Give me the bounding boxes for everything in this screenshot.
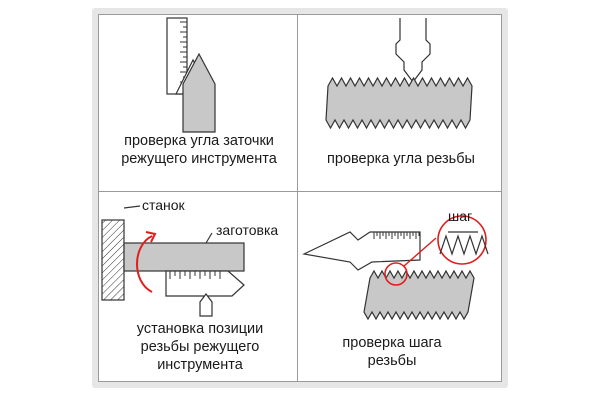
workpiece-leader: [205, 232, 213, 244]
caption-line: проверка угла резьбы: [327, 151, 475, 167]
caption-thread-angle: проверка угла резьбы: [316, 150, 486, 168]
label-pitch: шаг: [448, 208, 473, 224]
machine-leader: [123, 205, 141, 209]
grid-divider-vertical: [297, 14, 298, 382]
thread-gauge: [395, 18, 431, 83]
caption-tool-position: установка позиции резьбы режущего инстру…: [120, 320, 280, 374]
tool-bit: [199, 293, 213, 317]
thread-gauge-ticks: [169, 271, 221, 279]
caption-line: проверка шага: [342, 335, 442, 351]
label-workpiece: заготовка: [216, 222, 279, 238]
thread-gauge-inserted: [165, 270, 245, 297]
caption-line: резьбы: [367, 353, 417, 369]
grid-divider-horizontal: [98, 191, 502, 192]
magnify-circle-small: [384, 262, 408, 286]
caption-line: установка позиции: [136, 321, 264, 337]
caption-line: инструмента: [157, 357, 243, 373]
panel-grid: [98, 14, 502, 382]
caption-tool-angle: проверка угла заточки режущего инструмен…: [114, 132, 284, 168]
caption-line: резьбы режущего: [140, 339, 260, 355]
label-machine: станок: [142, 197, 185, 213]
caption-thread-pitch: проверка шага резьбы: [322, 334, 462, 370]
workpiece-bar: [123, 242, 245, 272]
panel-tool-position-drawing: [101, 205, 245, 317]
panel-thread-angle-drawing: [325, 18, 473, 130]
threaded-bolt: [363, 269, 475, 321]
magnify-circle-large: [437, 215, 487, 265]
cutting-tool: [182, 52, 216, 133]
zoomed-thread: [439, 234, 489, 256]
rotation-arrow: [136, 235, 153, 293]
pitch-gauge-ticks: [373, 232, 420, 239]
panel-tool-angle-drawing: [166, 17, 216, 133]
threaded-rod: [325, 76, 473, 130]
panel-thread-pitch-drawing: [302, 215, 489, 321]
machine-chuck: [101, 219, 125, 301]
pitch-gauge: [302, 231, 421, 271]
caption-line: режущего инструмента: [121, 151, 277, 167]
caption-line: проверка угла заточки: [124, 133, 274, 149]
